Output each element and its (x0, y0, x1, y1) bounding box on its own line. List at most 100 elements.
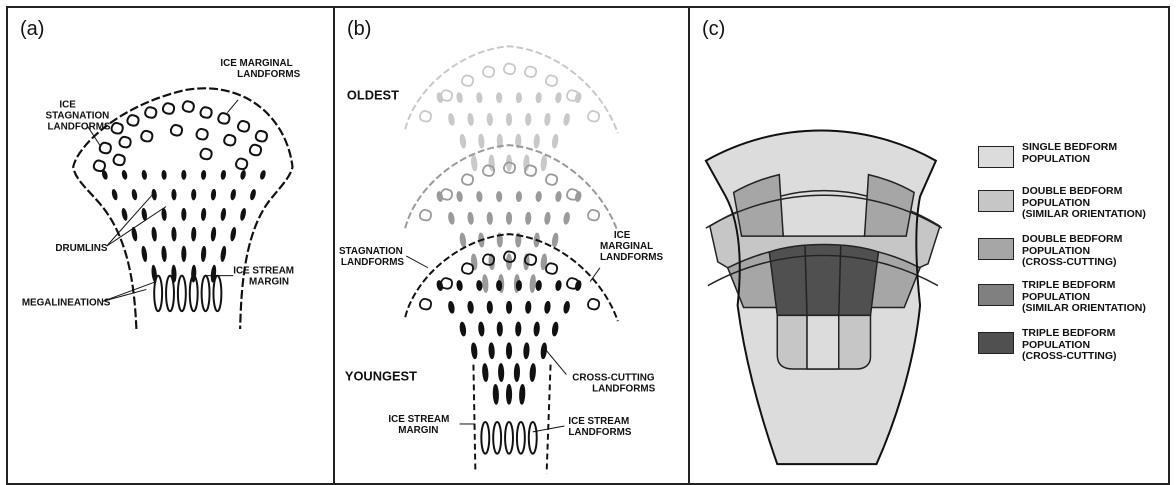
drumlin (506, 384, 511, 404)
drumlin (575, 92, 582, 103)
drumlin (249, 188, 257, 200)
stagnation-landform (127, 115, 138, 126)
fan-regions (706, 130, 942, 464)
ice-stream-landform (481, 422, 489, 454)
label-youngest: YOUNGEST (345, 368, 417, 383)
drumlin (498, 364, 504, 382)
label-oldest: OLDEST (347, 88, 399, 103)
drumlin (471, 343, 478, 359)
drumlin (536, 280, 542, 290)
label-stagnation-1: STAGNATION (339, 246, 403, 257)
legend-single: SINGLE BEDFORM POPULATION (978, 142, 1168, 186)
drumlin (161, 246, 167, 263)
drumlin (555, 280, 562, 291)
ice-stream-margin-line (547, 365, 551, 474)
label-stagnation-2: LANDFORMS (341, 257, 404, 268)
drumlin (516, 93, 521, 103)
legend-swatch-single (978, 146, 1014, 168)
drumlin (534, 134, 540, 148)
drumlin (171, 227, 177, 242)
drumlin (459, 134, 466, 148)
panel-b: (b) OLDEST YOUNGEST STAGNATION LANDFORMS… (333, 6, 690, 485)
label-ice-stream-margin-1: ICE STREAM (233, 266, 294, 277)
legend-text-single: SINGLE BEDFORM POPULATION (1022, 142, 1117, 165)
drumlin (220, 208, 227, 222)
legend-double-similar: DOUBLE BEDFORM POPULATION (SIMILAR ORIEN… (978, 186, 1168, 230)
stagnation-landform (145, 107, 156, 118)
panel-a-diagram: ICE STAGNATION LANDFORMS ICE MARGINAL LA… (8, 8, 333, 483)
drumlin (210, 227, 217, 242)
drumlin (536, 191, 542, 201)
drumlin (496, 93, 501, 103)
stagnation-landform (100, 143, 111, 154)
drumlin (515, 322, 521, 336)
stagnation-landform (420, 299, 431, 310)
drumlin (201, 170, 207, 180)
drumlin (540, 155, 547, 171)
drumlin (506, 113, 511, 125)
legend-text-double-similar: DOUBLE BEDFORM POPULATION (SIMILAR ORIEN… (1022, 186, 1146, 221)
label-b-stream-margin-2: MARGIN (398, 425, 438, 436)
drumlin (259, 169, 267, 180)
drumlin (220, 246, 227, 263)
oldest-generation (405, 46, 618, 171)
label-b-stream-margin-1: ICE STREAM (388, 414, 449, 425)
stagnation-landform (114, 155, 125, 166)
drumlin (111, 188, 119, 200)
label-b-marginal-2: MARGINAL (600, 241, 653, 252)
drumlin (496, 281, 501, 291)
drumlin (482, 364, 488, 382)
drumlin (476, 280, 482, 290)
stagnation-landform (183, 101, 194, 112)
drumlin (489, 343, 495, 359)
drumlin (476, 93, 482, 103)
drumlin (471, 254, 478, 270)
stagnation-landform (525, 67, 536, 78)
drumlin (210, 189, 216, 201)
stagnation-landform (200, 107, 211, 118)
legend-swatch-triple-cross (978, 332, 1014, 354)
panel-a-labels: ICE STAGNATION LANDFORMS ICE MARGINAL LA… (22, 58, 301, 308)
drumlin (552, 322, 559, 336)
drumlin (530, 275, 536, 293)
stagnation-landform (236, 159, 247, 170)
drumlin (536, 93, 542, 103)
stagnation-landform (224, 135, 235, 146)
stagnation-landform (546, 263, 557, 274)
stagnation-landform (218, 113, 229, 124)
stagnation-landform (588, 111, 599, 122)
label-ice-marginal-1: ICE MARGINAL (220, 58, 292, 69)
stagnation-landform (462, 75, 473, 86)
legend-triple-cross: TRIPLE BEDFORM POPULATION (CROSS-CUTTING… (978, 328, 1168, 372)
drumlin (181, 208, 186, 221)
stagnation-landform (420, 111, 431, 122)
stagnation-landform (119, 137, 130, 148)
panel-c: (c) (688, 6, 1170, 485)
stagnation-landform (163, 103, 174, 114)
landform-marks (94, 101, 267, 311)
stagnation-landform (250, 145, 261, 156)
drumlin (563, 212, 570, 225)
drumlin (525, 301, 531, 313)
label-ice-stagnation-2: STAGNATION (46, 111, 110, 122)
drumlin (467, 212, 473, 224)
drumlin (552, 233, 559, 247)
drumlin (497, 322, 503, 336)
stagnation-landform (200, 149, 211, 160)
stagnation-landform (504, 64, 515, 75)
label-b-marginal-1: ICE (614, 230, 631, 241)
drumlin (151, 227, 158, 242)
stagnation-landform (588, 210, 599, 221)
drumlin (181, 170, 186, 180)
drumlin (552, 134, 559, 148)
panel-b-diagram: OLDEST YOUNGEST STAGNATION LANDFORMS ICE… (335, 8, 688, 483)
drumlin (506, 343, 511, 359)
legend-triple-similar: TRIPLE BEDFORM POPULATION (SIMILAR ORIEN… (978, 280, 1168, 324)
drumlin (448, 301, 455, 314)
legend-swatch-double-cross (978, 238, 1014, 260)
label-ice-stagnation-1: ICE (59, 100, 76, 111)
label-ice-marginal-2: LANDFORMS (237, 69, 300, 80)
legend-text-triple-cross: TRIPLE BEDFORM POPULATION (CROSS-CUTTING… (1022, 328, 1117, 363)
drumlin (456, 280, 463, 291)
ice-stream-landform (529, 422, 537, 454)
